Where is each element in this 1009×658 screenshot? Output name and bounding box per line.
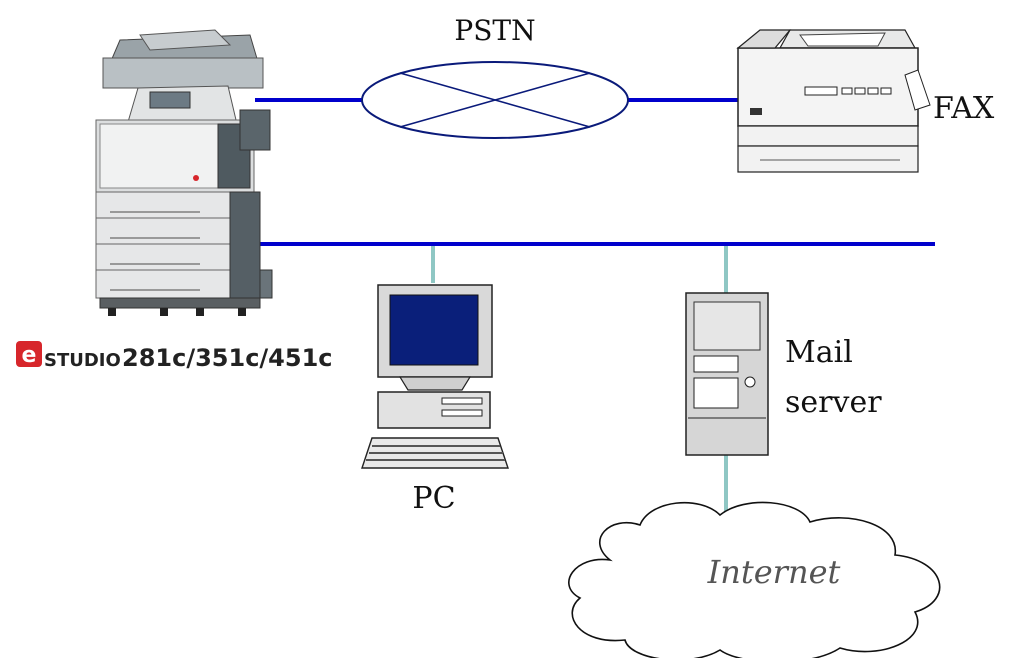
- brand-logo-letter: e: [22, 343, 37, 368]
- pc-computer-icon: [361, 284, 509, 469]
- fax-machine-icon: [736, 29, 931, 173]
- pc-label: PC: [412, 481, 455, 516]
- brand-logo-badge: [16, 341, 42, 367]
- connections: [255, 98, 935, 518]
- brand-name: STUDIO: [44, 350, 121, 371]
- mail-server-icon: [685, 292, 769, 456]
- mail-server-label-line1: Mail: [785, 335, 853, 370]
- mfp-model-label: e STUDIO 281c/351c/451c: [16, 341, 333, 372]
- brand-models: 281c/351c/451c: [122, 344, 333, 372]
- fax-label: FAX: [933, 91, 995, 126]
- internet-label: Internet: [707, 553, 841, 591]
- mfp-copier-icon: [95, 29, 273, 316]
- internet-cloud-icon: [568, 501, 941, 658]
- mail-server-label-line2: server: [785, 385, 882, 420]
- pstn-label: PSTN: [454, 14, 535, 47]
- pstn-network: [361, 61, 629, 139]
